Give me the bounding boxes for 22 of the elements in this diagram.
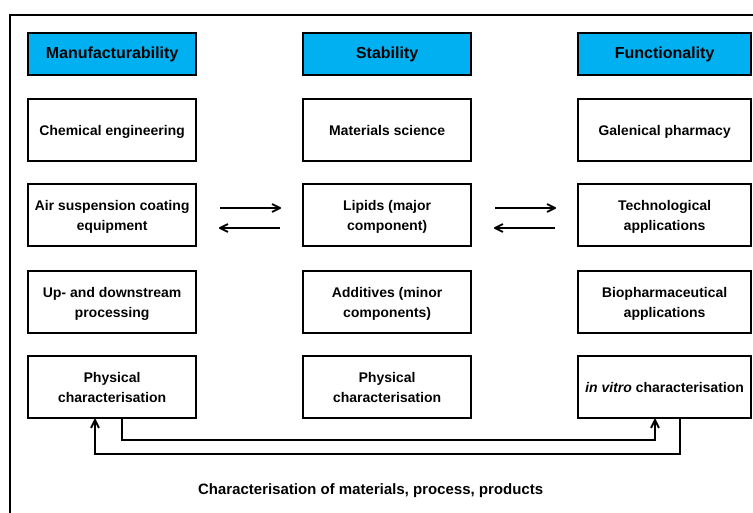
text-box: Air suspension coating equipment xyxy=(27,183,197,247)
header-box: Functionality xyxy=(577,32,752,76)
arrow xyxy=(494,223,555,233)
header-box: Stability xyxy=(302,32,472,76)
text-box: Physical characterisation xyxy=(27,355,197,419)
caption-text: Characterisation of materials, process, products xyxy=(196,480,544,500)
text-box: Additives (minor components) xyxy=(302,270,472,334)
arrow xyxy=(90,419,681,455)
text-box: Galenical pharmacy xyxy=(577,98,752,162)
text-box: Physical characterisation xyxy=(302,355,472,419)
text-box: Biopharmaceutical applications xyxy=(577,270,752,334)
text-box: Lipids (major component) xyxy=(302,183,472,247)
header-box: Manufacturability xyxy=(27,32,197,76)
text-box: Up- and downstream processing xyxy=(27,270,197,334)
arrow xyxy=(220,203,281,213)
text-box: Technological applications xyxy=(577,183,752,247)
arrow xyxy=(121,419,660,441)
text-box: Chemical engineering xyxy=(27,98,197,162)
arrow xyxy=(495,203,556,213)
text-box: in vitro characterisation xyxy=(577,355,752,419)
arrow xyxy=(219,223,280,233)
text-box: Materials science xyxy=(302,98,472,162)
